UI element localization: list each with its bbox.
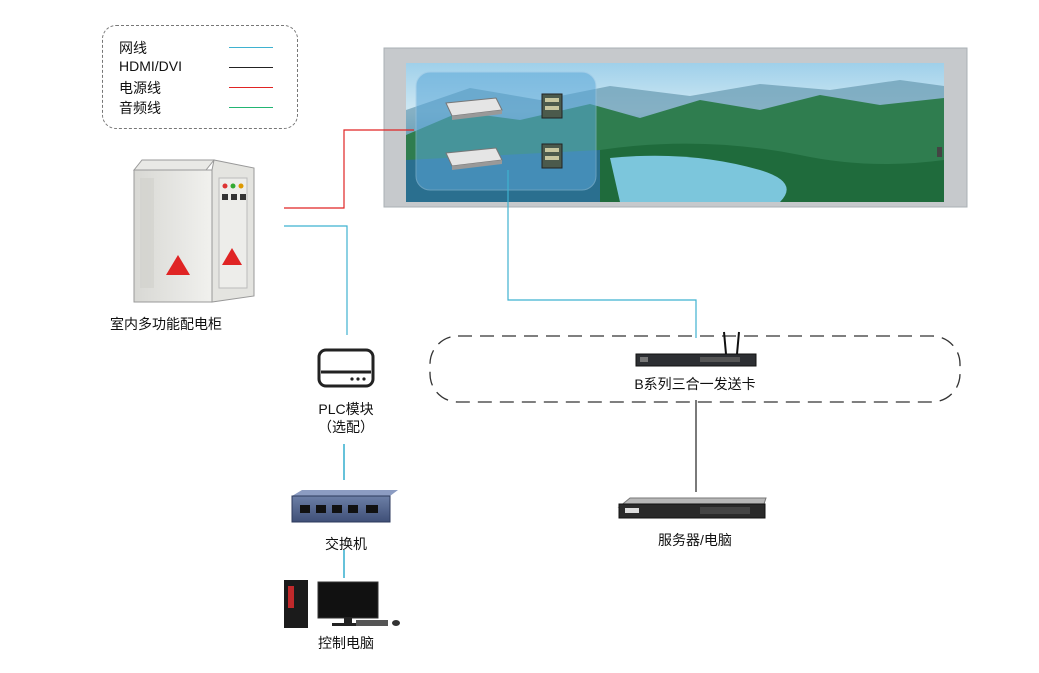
network-line-cabinet-plc	[284, 225, 348, 335]
legend-label-network: 网线	[119, 40, 147, 56]
legend: 网线 HDMI/DVI 电源线 音频线	[102, 25, 298, 129]
plc-optional-label: （选配）	[318, 419, 374, 435]
receiving-card-icon	[541, 93, 563, 119]
plc-module-icon	[317, 348, 375, 388]
legend-line-network	[229, 47, 273, 48]
cabinet-label: 室内多功能配电柜	[110, 316, 222, 332]
network-line-screen-sender	[507, 170, 697, 338]
led-screen	[383, 47, 968, 208]
switch-label: 交换机	[325, 536, 367, 552]
legend-label-hdmi: HDMI/DVI	[119, 58, 182, 74]
control-pc-label: 控制电脑	[318, 635, 374, 651]
sender-card-label: B系列三合一发送卡	[634, 376, 756, 392]
server-icon	[617, 497, 767, 519]
distribution-cabinet-icon	[132, 159, 255, 303]
legend-line-hdmi	[229, 67, 273, 68]
power-supply-icon	[445, 97, 503, 120]
legend-label-power: 电源线	[119, 80, 161, 96]
switch-icon	[291, 490, 398, 523]
control-pc-icon	[284, 580, 400, 628]
power-supply-icon	[445, 147, 503, 170]
plc-label: PLC模块	[318, 401, 374, 417]
power-line	[284, 129, 414, 209]
legend-label-audio: 音频线	[119, 100, 161, 116]
sender-card-icon	[635, 331, 757, 367]
receiving-card-icon	[541, 143, 563, 169]
legend-line-power	[229, 87, 273, 88]
server-label: 服务器/电脑	[658, 532, 732, 548]
legend-line-audio	[229, 107, 273, 108]
